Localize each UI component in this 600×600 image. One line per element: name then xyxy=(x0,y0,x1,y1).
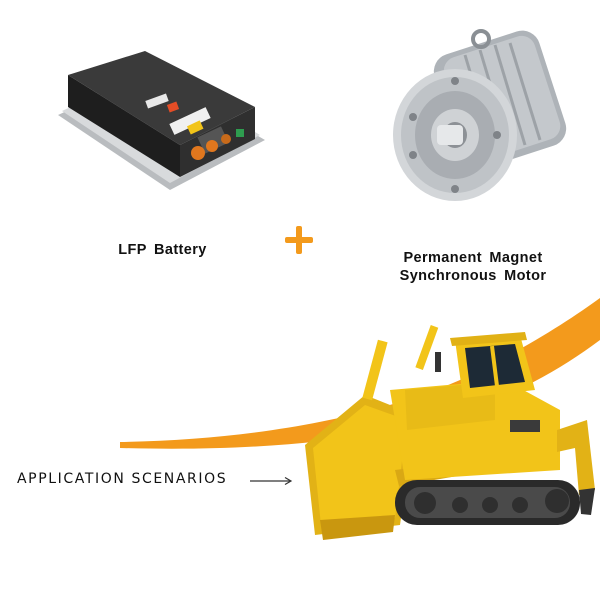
arrow-right-icon xyxy=(250,476,293,486)
bulldozer-image xyxy=(305,324,595,540)
plus-icon xyxy=(285,226,313,254)
application-scenarios-label: APPLICATION SCENARIOS xyxy=(17,471,228,487)
motor-label-line-1: Permanent Magnet xyxy=(403,250,543,266)
motor-image xyxy=(393,29,567,201)
battery-image xyxy=(58,51,265,190)
motor-label: Permanent Magnet Synchronous Motor xyxy=(378,249,568,285)
motor-label-line-2: Synchronous Motor xyxy=(399,268,547,284)
battery-label: LFP Battery xyxy=(118,242,207,258)
